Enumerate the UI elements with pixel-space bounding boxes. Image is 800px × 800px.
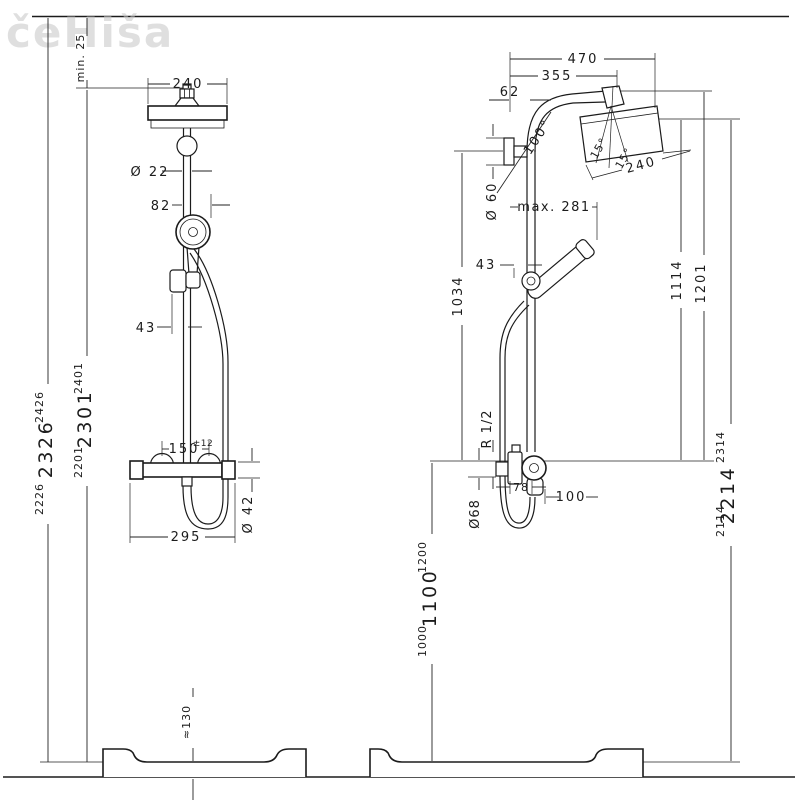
dim-total-height: 2226 2326 2426 bbox=[33, 18, 57, 762]
ceiling-hatch bbox=[32, 15, 789, 18]
tub-height-label: ≈130 bbox=[180, 705, 193, 739]
bathtub-profile bbox=[102, 748, 307, 777]
pipe-top-height-min-label: 2201 bbox=[72, 446, 85, 478]
overhead-shower-side bbox=[579, 85, 664, 169]
reach-total-label: 470 bbox=[568, 52, 599, 67]
holder-offset-label: 43 bbox=[136, 321, 157, 336]
dim-valve-depth: 78 bbox=[496, 481, 546, 494]
pipe-top-to-valve-label: 1201 bbox=[694, 262, 709, 303]
dim-valve-diameter: Ø 42 bbox=[238, 448, 260, 533]
head-height-min-label: 2114 bbox=[714, 505, 727, 537]
face-height-label: 1114 bbox=[670, 259, 685, 300]
arm-angle-label: 100° bbox=[521, 117, 555, 158]
dim-face-height-ref: 1114 bbox=[670, 120, 685, 460]
connection-tolerance-label: ±12 bbox=[193, 439, 214, 449]
swivel-ring bbox=[176, 135, 198, 157]
shower-holder bbox=[169, 269, 187, 293]
riser-pipe-front bbox=[182, 128, 192, 463]
valve-height-min-label: 1000 bbox=[416, 625, 429, 657]
dim-connection-spacing: 150 ±12 bbox=[161, 439, 214, 457]
side-view: 470 355 62 100° 15° 15° 240 bbox=[369, 52, 740, 777]
dim-thread: R 1/2 bbox=[480, 409, 495, 489]
dim-pipe-diameter: Ø 22 bbox=[131, 165, 212, 180]
head-width-label: 240 bbox=[173, 77, 204, 92]
wall-offset-label: 62 bbox=[500, 85, 521, 100]
dim-bracket-to-valve: 1034 bbox=[451, 150, 503, 460]
dim-valve-width: 295 bbox=[129, 483, 236, 545]
dim-tub-height: ≈130 bbox=[180, 688, 194, 800]
valve-height-label: 1100 bbox=[419, 569, 441, 627]
head-height-label: 2214 bbox=[717, 466, 739, 524]
valve-height-max-label: 1200 bbox=[416, 541, 429, 573]
overhead-shower-front bbox=[147, 83, 228, 157]
escutcheon-label: Ø68 bbox=[468, 499, 483, 529]
dim-head-height: 2114 2214 2314 bbox=[714, 120, 739, 761]
dim-reach-arm: 355 bbox=[510, 69, 618, 88]
total-height-max-label: 2426 bbox=[33, 391, 46, 423]
shower-tray-profile bbox=[369, 748, 644, 777]
dim-holder-offset: 43 bbox=[136, 294, 202, 336]
head-offset-label: 82 bbox=[151, 199, 172, 214]
dim-slider-offset: 43 bbox=[476, 258, 542, 278]
hand-shower-front bbox=[169, 214, 211, 293]
bracket-diameter-label: Ø 60 bbox=[485, 182, 500, 221]
shower-hose-side bbox=[499, 300, 536, 529]
front-view: min. 25 2226 2326 2426 2201 2301 2401 24… bbox=[33, 18, 307, 800]
pipe-diameter-label: Ø 22 bbox=[131, 165, 170, 180]
dim-hose-projection: 100 bbox=[544, 489, 598, 505]
connection-spacing-label: 150 bbox=[169, 442, 200, 457]
slider-knob bbox=[521, 271, 541, 291]
dim-reach-total: 470 bbox=[510, 52, 656, 108]
shower-hose-front bbox=[182, 248, 229, 530]
riser-pipe-side bbox=[526, 90, 607, 452]
head-height-max-label: 2314 bbox=[714, 431, 727, 463]
valve-depth-label: 78 bbox=[513, 481, 529, 494]
floor-hatch bbox=[3, 776, 795, 778]
dim-wall-offset: 62 bbox=[489, 85, 551, 101]
slider-offset-label: 43 bbox=[476, 258, 497, 273]
valve-width-label: 295 bbox=[171, 530, 202, 545]
dim-bracket-diameter: Ø 60 bbox=[485, 124, 504, 220]
reach-arm-label: 355 bbox=[542, 69, 573, 84]
ball-joint bbox=[601, 85, 625, 109]
pipe-top-height-max-label: 2401 bbox=[72, 362, 85, 394]
dim-pipe-top-height: 2201 2301 2401 bbox=[72, 90, 96, 762]
dim-escutcheon: Ø68 bbox=[468, 448, 496, 529]
ceiling-clearance-label: min. 25 bbox=[74, 34, 87, 83]
dim-valve-height: 1200 1100 1000 bbox=[416, 463, 441, 761]
thermostat-valve-side bbox=[495, 444, 547, 496]
dim-ceiling-clearance: min. 25 bbox=[74, 18, 183, 89]
watermark-text: čeHiša bbox=[6, 8, 174, 57]
dim-head-width: 240 bbox=[147, 77, 228, 104]
thread-label: R 1/2 bbox=[480, 409, 495, 448]
pipe-top-height-label: 2301 bbox=[74, 390, 96, 448]
dim-handshower-reach: max. 281 bbox=[510, 200, 598, 240]
dim-head-offset: 82 bbox=[151, 194, 230, 218]
handshower-reach-label: max. 281 bbox=[517, 200, 590, 215]
hand-shower-side bbox=[521, 239, 595, 299]
total-height-min-label: 2226 bbox=[33, 483, 46, 515]
dim-pipe-top-to-valve: 1201 bbox=[694, 92, 709, 460]
hose-projection-label: 100 bbox=[556, 490, 587, 505]
valve-diameter-label: Ø 42 bbox=[241, 495, 256, 534]
total-height-label: 2326 bbox=[35, 420, 57, 478]
thermostat-valve-front bbox=[129, 452, 236, 487]
bracket-to-valve-label: 1034 bbox=[451, 275, 466, 316]
